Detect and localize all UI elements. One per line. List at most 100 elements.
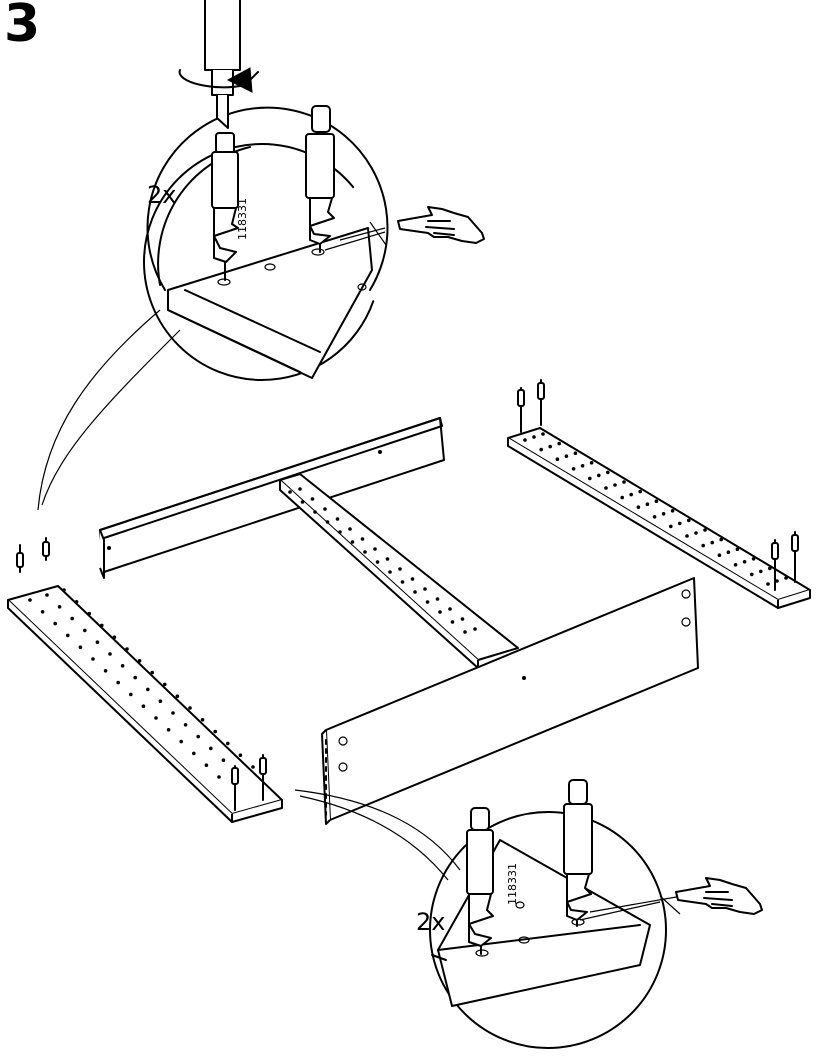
shelf-pin-hole: [678, 522, 682, 526]
shelf-pin-hole: [622, 480, 626, 484]
shelf-pin-hole: [388, 570, 392, 574]
shelf-pin-hole: [671, 509, 675, 513]
shelf-pin-hole: [113, 635, 117, 639]
front-rail: [322, 578, 698, 824]
pointing-hand-icon: [676, 878, 762, 914]
shelf-pin-hole: [251, 765, 255, 769]
shelf-pin-hole: [523, 438, 527, 442]
shelf-pin-hole: [184, 723, 188, 727]
shelf-pin-hole: [759, 570, 763, 574]
quantity-label: 2x: [416, 908, 445, 936]
quantity-label: 2x: [147, 181, 176, 209]
shelf-pin-hole: [448, 607, 452, 611]
shelf-pin-hole: [703, 528, 707, 532]
shelf-pin-hole: [62, 588, 66, 592]
shelf-pin-hole: [768, 567, 772, 571]
shelf-pin-hole: [572, 467, 576, 471]
shelf-pin-hole: [91, 657, 95, 661]
shelf-pin-hole: [188, 706, 192, 710]
shelf-pin-hole: [539, 448, 543, 452]
shelf-pin-hole: [301, 500, 305, 504]
detail-callout-top: 2x 118331: [38, 0, 387, 510]
shelf-pin-hole: [532, 435, 536, 439]
shelf-pin-hole: [45, 593, 49, 597]
shelf-pin-hole: [606, 471, 610, 475]
shelf-pin-hole: [179, 740, 183, 744]
shelf-pin-hole: [121, 664, 125, 668]
shelf-pin-hole: [79, 645, 83, 649]
callout-curve-top: [38, 310, 160, 510]
shelf-pin-hole: [209, 747, 213, 751]
shelf-pin-hole: [581, 464, 585, 468]
shelf-pin-hole: [565, 454, 569, 458]
shelf-pin-hole: [108, 652, 112, 656]
shelf-pin-hole: [41, 610, 45, 614]
shelf-pin-hole: [646, 502, 650, 506]
shelf-pin-hole: [311, 497, 315, 501]
shelf-pin-hole: [669, 525, 673, 529]
shelf-pin-hole: [138, 659, 142, 663]
shelf-pin-hole: [766, 582, 770, 586]
shelf-pin-hole: [58, 605, 62, 609]
shelf-pin-hole: [323, 507, 327, 511]
shelf-pin-hole: [146, 688, 150, 692]
shelf-pin-hole: [694, 531, 698, 535]
shelf-pin-hole: [436, 597, 440, 601]
shelf-pin-hole: [655, 499, 659, 503]
shelf-pin-hole: [83, 629, 87, 633]
shelf-pin-hole: [298, 487, 302, 491]
shelf-pin-hole: [87, 612, 91, 616]
shelf-pin-hole: [638, 490, 642, 494]
shelf-pin-hole: [750, 573, 754, 577]
shelf-pin-hole: [784, 576, 788, 580]
shelf-pin-hole: [736, 547, 740, 551]
callout-curve-bottom: [295, 790, 460, 870]
shelf-pin-hole: [461, 617, 465, 621]
shelf-pin-hole: [348, 527, 352, 531]
shelf-pin-hole: [129, 693, 133, 697]
shelf-pin-hole: [104, 669, 108, 673]
shelf-pin-hole: [653, 515, 657, 519]
pointing-hand-icon: [398, 207, 484, 243]
shelf-pin-hole: [588, 477, 592, 481]
shelf-pin-hole: [288, 490, 292, 494]
shelf-pin-hole: [411, 577, 415, 581]
shelf-pin-hole: [313, 510, 317, 514]
shelf-pin-hole: [597, 474, 601, 478]
shelf-pin-hole: [590, 461, 594, 465]
shelf-pin-hole: [176, 694, 180, 698]
shelf-pin-hole: [438, 610, 442, 614]
shelf-pin-hole: [213, 730, 217, 734]
shelf-pin-hole: [142, 704, 146, 708]
shelf-pin-hole: [613, 483, 617, 487]
shelf-pin-hole: [133, 676, 137, 680]
shelf-pin-hole: [217, 775, 221, 779]
cam-dowel-icon: [306, 106, 334, 252]
shelf-pin-hole: [376, 560, 380, 564]
shelf-pin-hole: [167, 728, 171, 732]
shelf-pin-hole: [718, 553, 722, 557]
shelf-pin-hole: [413, 590, 417, 594]
shelf-pin-hole: [222, 758, 226, 762]
shelf-pin-hole: [734, 563, 738, 567]
shelf-pin-hole: [451, 620, 455, 624]
shelf-pin-hole: [28, 598, 32, 602]
shelf-pin-hole: [205, 763, 209, 767]
shelf-pin-hole: [710, 541, 714, 545]
shelf-pin-hole: [196, 735, 200, 739]
shelf-pin-hole: [70, 617, 74, 621]
panel-corner-top: [168, 228, 372, 378]
shelf-pin-hole: [473, 627, 477, 631]
shelf-pin-hole: [201, 718, 205, 722]
shelf-pin-hole: [629, 493, 633, 497]
shelf-pin-hole: [150, 671, 154, 675]
center-divider: [280, 474, 518, 668]
shelf-pin-hole: [326, 520, 330, 524]
shelf-pin-hole: [548, 445, 552, 449]
step-number: 3: [4, 0, 40, 54]
shelf-pin-hole: [727, 550, 731, 554]
shelf-pin-hole: [557, 442, 561, 446]
cam-dowel-icon: [212, 133, 238, 280]
part-number-label: 118331: [506, 863, 519, 905]
shelf-pin-hole: [338, 530, 342, 534]
